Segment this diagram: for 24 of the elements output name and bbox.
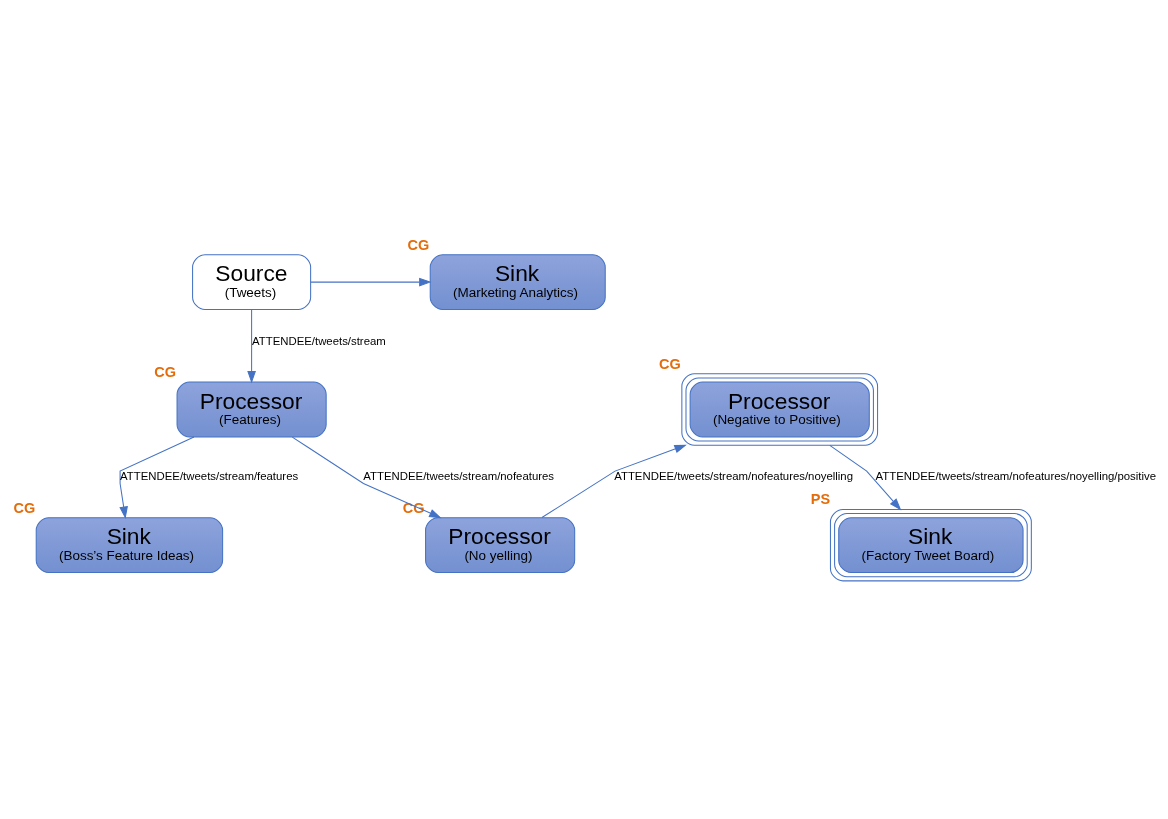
arrow xyxy=(310,277,432,286)
edge-label: ATTENDEE/tweets/stream/nofeatures xyxy=(363,469,555,482)
node-box: Processor (No yelling) xyxy=(425,516,576,573)
edge-label: ATTENDEE/tweets/stream xyxy=(252,334,386,347)
node-box: Sink (Marketing Analytics) xyxy=(429,253,606,310)
arrow xyxy=(291,436,442,518)
node-box: Processor (Features) xyxy=(176,381,327,437)
node-box: Sink (Factory Tweet Board) xyxy=(829,508,1032,581)
node-box: Source (Tweets) xyxy=(192,253,312,310)
edge-label: ATTENDEE/tweets/stream/nofeatures/noyelling xyxy=(614,469,854,482)
node-label: CG xyxy=(402,499,425,516)
edge-label: ATTENDEE/tweets/stream/features xyxy=(120,469,299,482)
node-label: CG xyxy=(154,363,176,380)
node-box: Sink (Boss’s Feature Ideas) xyxy=(35,516,224,573)
arrow xyxy=(247,308,256,383)
node-label: CG xyxy=(659,355,681,372)
node-label: CG xyxy=(13,499,36,516)
edge-label: ATTENDEE/tweets/stream/nofeatures/noyelling/positive xyxy=(875,469,1157,482)
node-box: Processor (Negative to Positive) xyxy=(681,372,879,446)
node-label: PS xyxy=(810,490,831,507)
arrow xyxy=(829,444,902,510)
arrow xyxy=(119,436,195,519)
arrow xyxy=(541,444,687,518)
node-label: CG xyxy=(407,236,430,253)
